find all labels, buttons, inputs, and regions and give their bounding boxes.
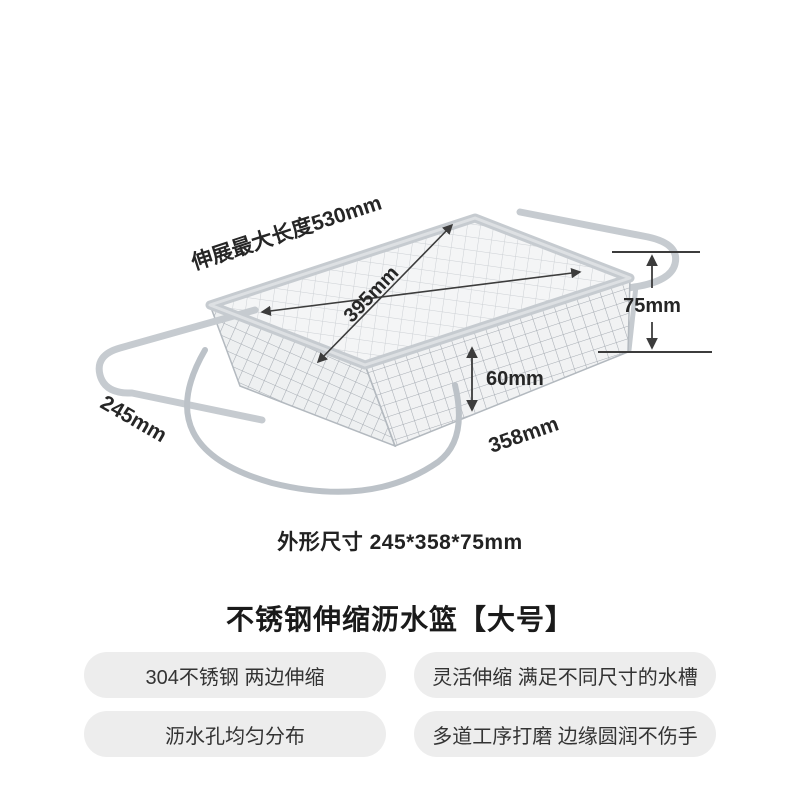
basket-handle: [184, 347, 462, 495]
size-note: 外形尺寸 245*358*75mm: [277, 531, 523, 554]
dimension-75: [598, 251, 712, 353]
extension-rail-left: [95, 306, 266, 424]
page-title: 不锈钢伸缩沥水篮【大号】: [225, 604, 574, 635]
basket-mesh-walls: [208, 276, 631, 448]
dim-depth-label: 60mm: [486, 368, 544, 390]
dimension-cross-line: [260, 267, 582, 317]
dim-length-label: 358mm: [486, 412, 562, 457]
feature-pill-drain-holes: 沥水孔均匀分布: [84, 711, 386, 757]
feature-pill-flexible: 灵活伸缩 满足不同尺寸的水槽: [414, 652, 716, 698]
dim-height-label: 75mm: [623, 295, 681, 317]
dimension-diagonals: [260, 223, 582, 364]
feature-pill-material: 304不锈钢 两边伸缩: [84, 652, 386, 698]
feature-list: 304不锈钢 两边伸缩 灵活伸缩 满足不同尺寸的水槽 沥水孔均匀分布 多道工序打…: [0, 652, 800, 757]
product-figure: 395mm 60mm 75mm 伸展最大长度530mm 245mm 358mm: [95, 191, 712, 495]
feature-pill-polished-edges: 多道工序打磨 边缘圆润不伤手: [414, 711, 716, 757]
